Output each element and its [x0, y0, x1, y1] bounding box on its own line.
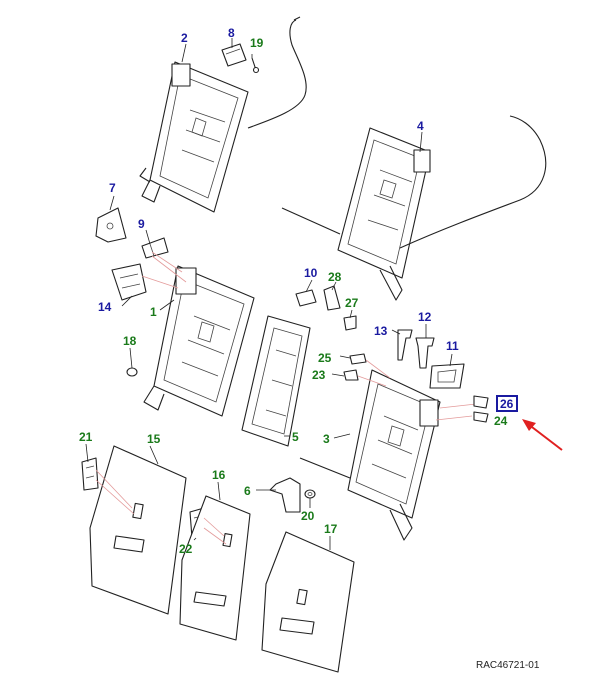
callout-24: 24 — [494, 414, 508, 428]
bracket-10 — [295, 289, 317, 307]
seat-panel-16 — [179, 495, 251, 641]
callout-10: 10 — [304, 266, 318, 280]
highlight-box-26 — [496, 395, 518, 412]
clip-26 — [473, 395, 489, 409]
callout-9: 9 — [138, 217, 145, 231]
escutcheon-11 — [429, 363, 465, 389]
callout-23: 23 — [312, 368, 326, 382]
seat-back-frame-4 — [281, 127, 431, 301]
callout-21: 21 — [79, 430, 93, 444]
callout-19: 19 — [250, 36, 264, 50]
clip-24 — [473, 411, 489, 423]
callout-26: 26 — [500, 397, 514, 411]
bracket-6 — [269, 477, 301, 513]
bracket-7 — [95, 207, 127, 243]
clip-28 — [323, 285, 341, 311]
callout-13: 13 — [374, 324, 388, 338]
callout-2: 2 — [181, 31, 188, 45]
callout-15: 15 — [147, 432, 161, 446]
callout-14: 14 — [98, 300, 112, 314]
callout-18: 18 — [123, 334, 137, 348]
callout-17: 17 — [324, 522, 338, 536]
latch-21 — [81, 457, 99, 491]
center-frame-5 — [241, 315, 311, 447]
callout-11: 11 — [446, 339, 459, 353]
callout-6: 6 — [244, 484, 251, 498]
clip-9 — [141, 237, 169, 259]
seat-back-frame-2 — [139, 61, 249, 213]
clip-27 — [343, 315, 357, 331]
callout-28: 28 — [328, 270, 342, 284]
latch-14 — [111, 263, 147, 301]
bolt-19 — [251, 57, 260, 74]
washer-20 — [304, 489, 316, 499]
callout-3: 3 — [323, 432, 330, 446]
clip-25 — [349, 353, 367, 365]
seat-panel-15 — [89, 445, 187, 615]
guide-12 — [415, 337, 435, 369]
callout-12: 12 — [418, 310, 432, 324]
reference-code: RAC46721-01 — [476, 660, 540, 671]
callout-27: 27 — [345, 296, 359, 310]
pointer-arrow — [522, 419, 563, 451]
grommet-18 — [126, 367, 138, 377]
callout-1: 1 — [150, 305, 157, 319]
callout-25: 25 — [318, 351, 332, 365]
clip-23 — [343, 369, 359, 381]
callout-5: 5 — [292, 430, 299, 444]
callout-22: 22 — [179, 542, 193, 556]
seat-back-frame-3 — [299, 369, 441, 541]
callout-20: 20 — [301, 509, 315, 523]
callout-4: 4 — [417, 119, 424, 133]
callout-8: 8 — [228, 26, 235, 40]
seat-back-frame-1 — [143, 265, 255, 417]
guide-13 — [397, 329, 413, 361]
bracket-8 — [221, 43, 247, 67]
callout-7: 7 — [109, 181, 116, 195]
callout-16: 16 — [212, 468, 226, 482]
seat-panel-17 — [261, 531, 355, 673]
